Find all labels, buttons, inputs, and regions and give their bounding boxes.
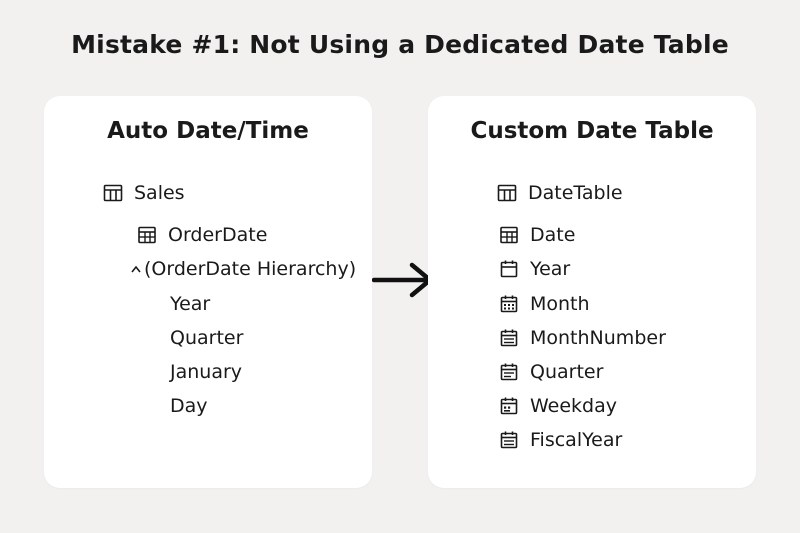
field-label: Month: [530, 293, 590, 315]
field-item-quarter[interactable]: Quarter: [498, 359, 603, 385]
hierarchy-level-label: Quarter: [170, 327, 244, 349]
hierarchy-level-item[interactable]: January: [170, 359, 242, 385]
arrow-right-icon: [372, 262, 433, 298]
hierarchy-level-label: Day: [170, 395, 208, 417]
hierarchy-level-label: Year: [170, 293, 211, 315]
custom-date-table-title: Custom Date Table: [470, 118, 714, 144]
hierarchy-level-item[interactable]: Day: [170, 393, 208, 419]
auto-date-time-title: Auto Date/Time: [107, 118, 309, 144]
orderdate-field-label: OrderDate: [168, 224, 268, 246]
page-title: Mistake #1: Not Using a Dedicated Date T…: [71, 30, 729, 59]
calendar-icon: [498, 258, 520, 280]
hierarchy-level-label: January: [170, 361, 243, 383]
field-label: FiscalYear: [530, 429, 623, 451]
orderdate-hierarchy-item[interactable]: (OrderDate Hierarchy): [130, 256, 356, 282]
table-icon: [496, 182, 518, 204]
field-label: Year: [530, 258, 571, 280]
custom-date-table-panel: Custom Date Table DateTable Date Year Mo…: [428, 96, 756, 488]
caret-up-icon[interactable]: [130, 261, 142, 277]
orderdate-hierarchy-label: (OrderDate Hierarchy): [144, 258, 357, 280]
field-item-fiscalyear[interactable]: FiscalYear: [498, 427, 622, 453]
field-item-date[interactable]: Date: [498, 222, 575, 248]
table-icon: [102, 182, 124, 204]
field-item-monthnumber[interactable]: MonthNumber: [498, 325, 666, 351]
datetable-table-label: DateTable: [528, 182, 623, 204]
orderdate-field-item[interactable]: OrderDate: [136, 222, 267, 248]
calendar-lines-icon: [498, 327, 520, 349]
auto-date-time-panel: Auto Date/Time Sales OrderDate (OrderDat…: [44, 96, 372, 488]
calendar-dots-icon: [498, 395, 520, 417]
field-label: Date: [530, 224, 576, 246]
calendar-lines-icon: [498, 429, 520, 451]
datetable-table-item[interactable]: DateTable: [496, 180, 623, 206]
field-label: MonthNumber: [530, 327, 666, 349]
calendar-lines-icon: [498, 361, 520, 383]
sales-table-item[interactable]: Sales: [102, 180, 185, 206]
field-label: Weekday: [530, 395, 618, 417]
field-label: Quarter: [530, 361, 604, 383]
hierarchy-level-item[interactable]: Year: [170, 291, 210, 317]
sales-table-label: Sales: [134, 182, 185, 204]
field-item-month[interactable]: Month: [498, 291, 590, 317]
calendar-dots-icon: [498, 293, 520, 315]
hierarchy-level-item[interactable]: Quarter: [170, 325, 243, 351]
table-grid-icon: [498, 224, 520, 246]
table-grid-icon: [136, 224, 158, 246]
field-item-weekday[interactable]: Weekday: [498, 393, 617, 419]
field-item-year[interactable]: Year: [498, 256, 570, 282]
